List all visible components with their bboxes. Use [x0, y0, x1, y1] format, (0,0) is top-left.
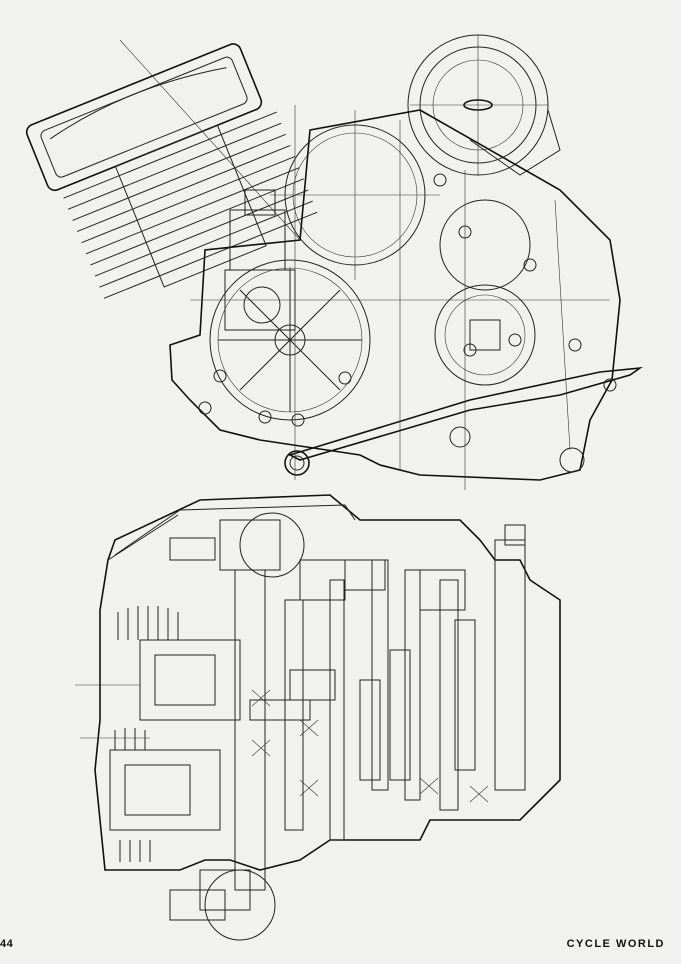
bolt-heads	[198, 173, 617, 427]
flywheel-cover	[270, 110, 440, 280]
air-cleaner	[407, 34, 561, 176]
page-number: 44	[0, 938, 14, 950]
publication-name: CYCLE WORLD	[566, 938, 665, 950]
kickstart-lever	[284, 366, 643, 476]
engine-cross-section-drawing	[75, 494, 561, 941]
construction-lines	[119, 39, 610, 490]
crankcase-outline	[169, 109, 621, 481]
output-sprocket	[434, 199, 536, 386]
primary-gear	[209, 259, 371, 421]
cylinder-fins	[25, 43, 318, 299]
